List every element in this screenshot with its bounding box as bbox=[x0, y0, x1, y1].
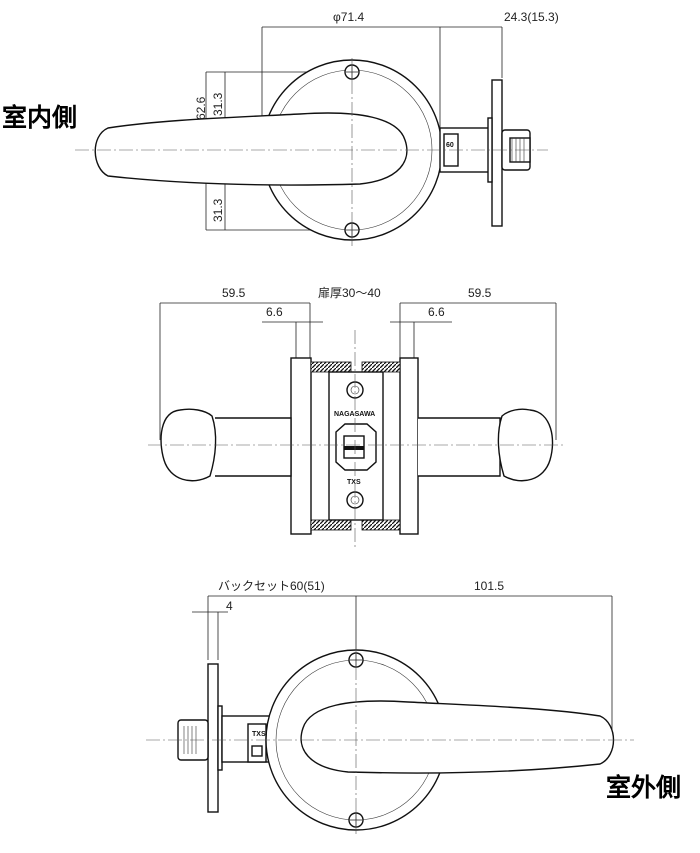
mid-screw-bottom-left bbox=[310, 519, 352, 531]
top-offset-dim: 24.3(15.3) bbox=[504, 10, 559, 24]
mid-right-lever-neck bbox=[418, 417, 501, 477]
top-latch-mark: 60 bbox=[446, 142, 454, 149]
mid-screw-bottom-right bbox=[361, 519, 401, 531]
mid-door-thickness-dim: 扉厚30～40 bbox=[318, 286, 381, 300]
bottom-model-mark: TXS bbox=[252, 731, 266, 738]
mid-model-mark: TXS bbox=[347, 479, 361, 486]
mid-screw-top-right bbox=[361, 361, 401, 373]
mid-left-rose bbox=[290, 357, 312, 535]
mid-right-rose-dim: 6.6 bbox=[428, 305, 445, 319]
mid-right-rose bbox=[399, 357, 419, 535]
bottom-front-plate bbox=[207, 663, 219, 813]
middle-view: 59.5 59.5 扉厚30～40 6.6 6.6 NAGASAWA TXS bbox=[148, 286, 566, 548]
mid-screw-top-left bbox=[310, 361, 352, 373]
mid-brand-mark: NAGASAWA bbox=[334, 411, 375, 418]
mid-left-lever-neck bbox=[215, 417, 292, 477]
top-front-plate bbox=[491, 79, 503, 227]
bottom-view: 室外側 バックセット60(51) 101.5 4 TXS bbox=[146, 579, 681, 836]
top-view: 室内側 φ71.4 24.3(15.3) 62.6 31.3 31.3 60 bbox=[2, 10, 559, 246]
top-diameter-dim: φ71.4 bbox=[333, 10, 364, 24]
mid-right-length-dim: 59.5 bbox=[468, 286, 492, 300]
indoor-side-label: 室内側 bbox=[2, 103, 77, 132]
mid-left-rose-dim: 6.6 bbox=[266, 305, 283, 319]
bottom-lever-length-dim: 101.5 bbox=[474, 579, 504, 593]
top-upper-height-dim: 31.3 bbox=[211, 92, 225, 116]
outdoor-side-label: 室外側 bbox=[606, 773, 681, 802]
top-lower-height-dim: 31.3 bbox=[211, 198, 225, 222]
mid-left-length-dim: 59.5 bbox=[222, 286, 246, 300]
top-lever bbox=[94, 112, 408, 186]
top-total-height-dim: 62.6 bbox=[194, 96, 208, 120]
bottom-plate-dim: 4 bbox=[226, 599, 233, 613]
bottom-lever bbox=[300, 700, 615, 774]
bottom-backset-dim: バックセット60(51) bbox=[218, 579, 325, 593]
